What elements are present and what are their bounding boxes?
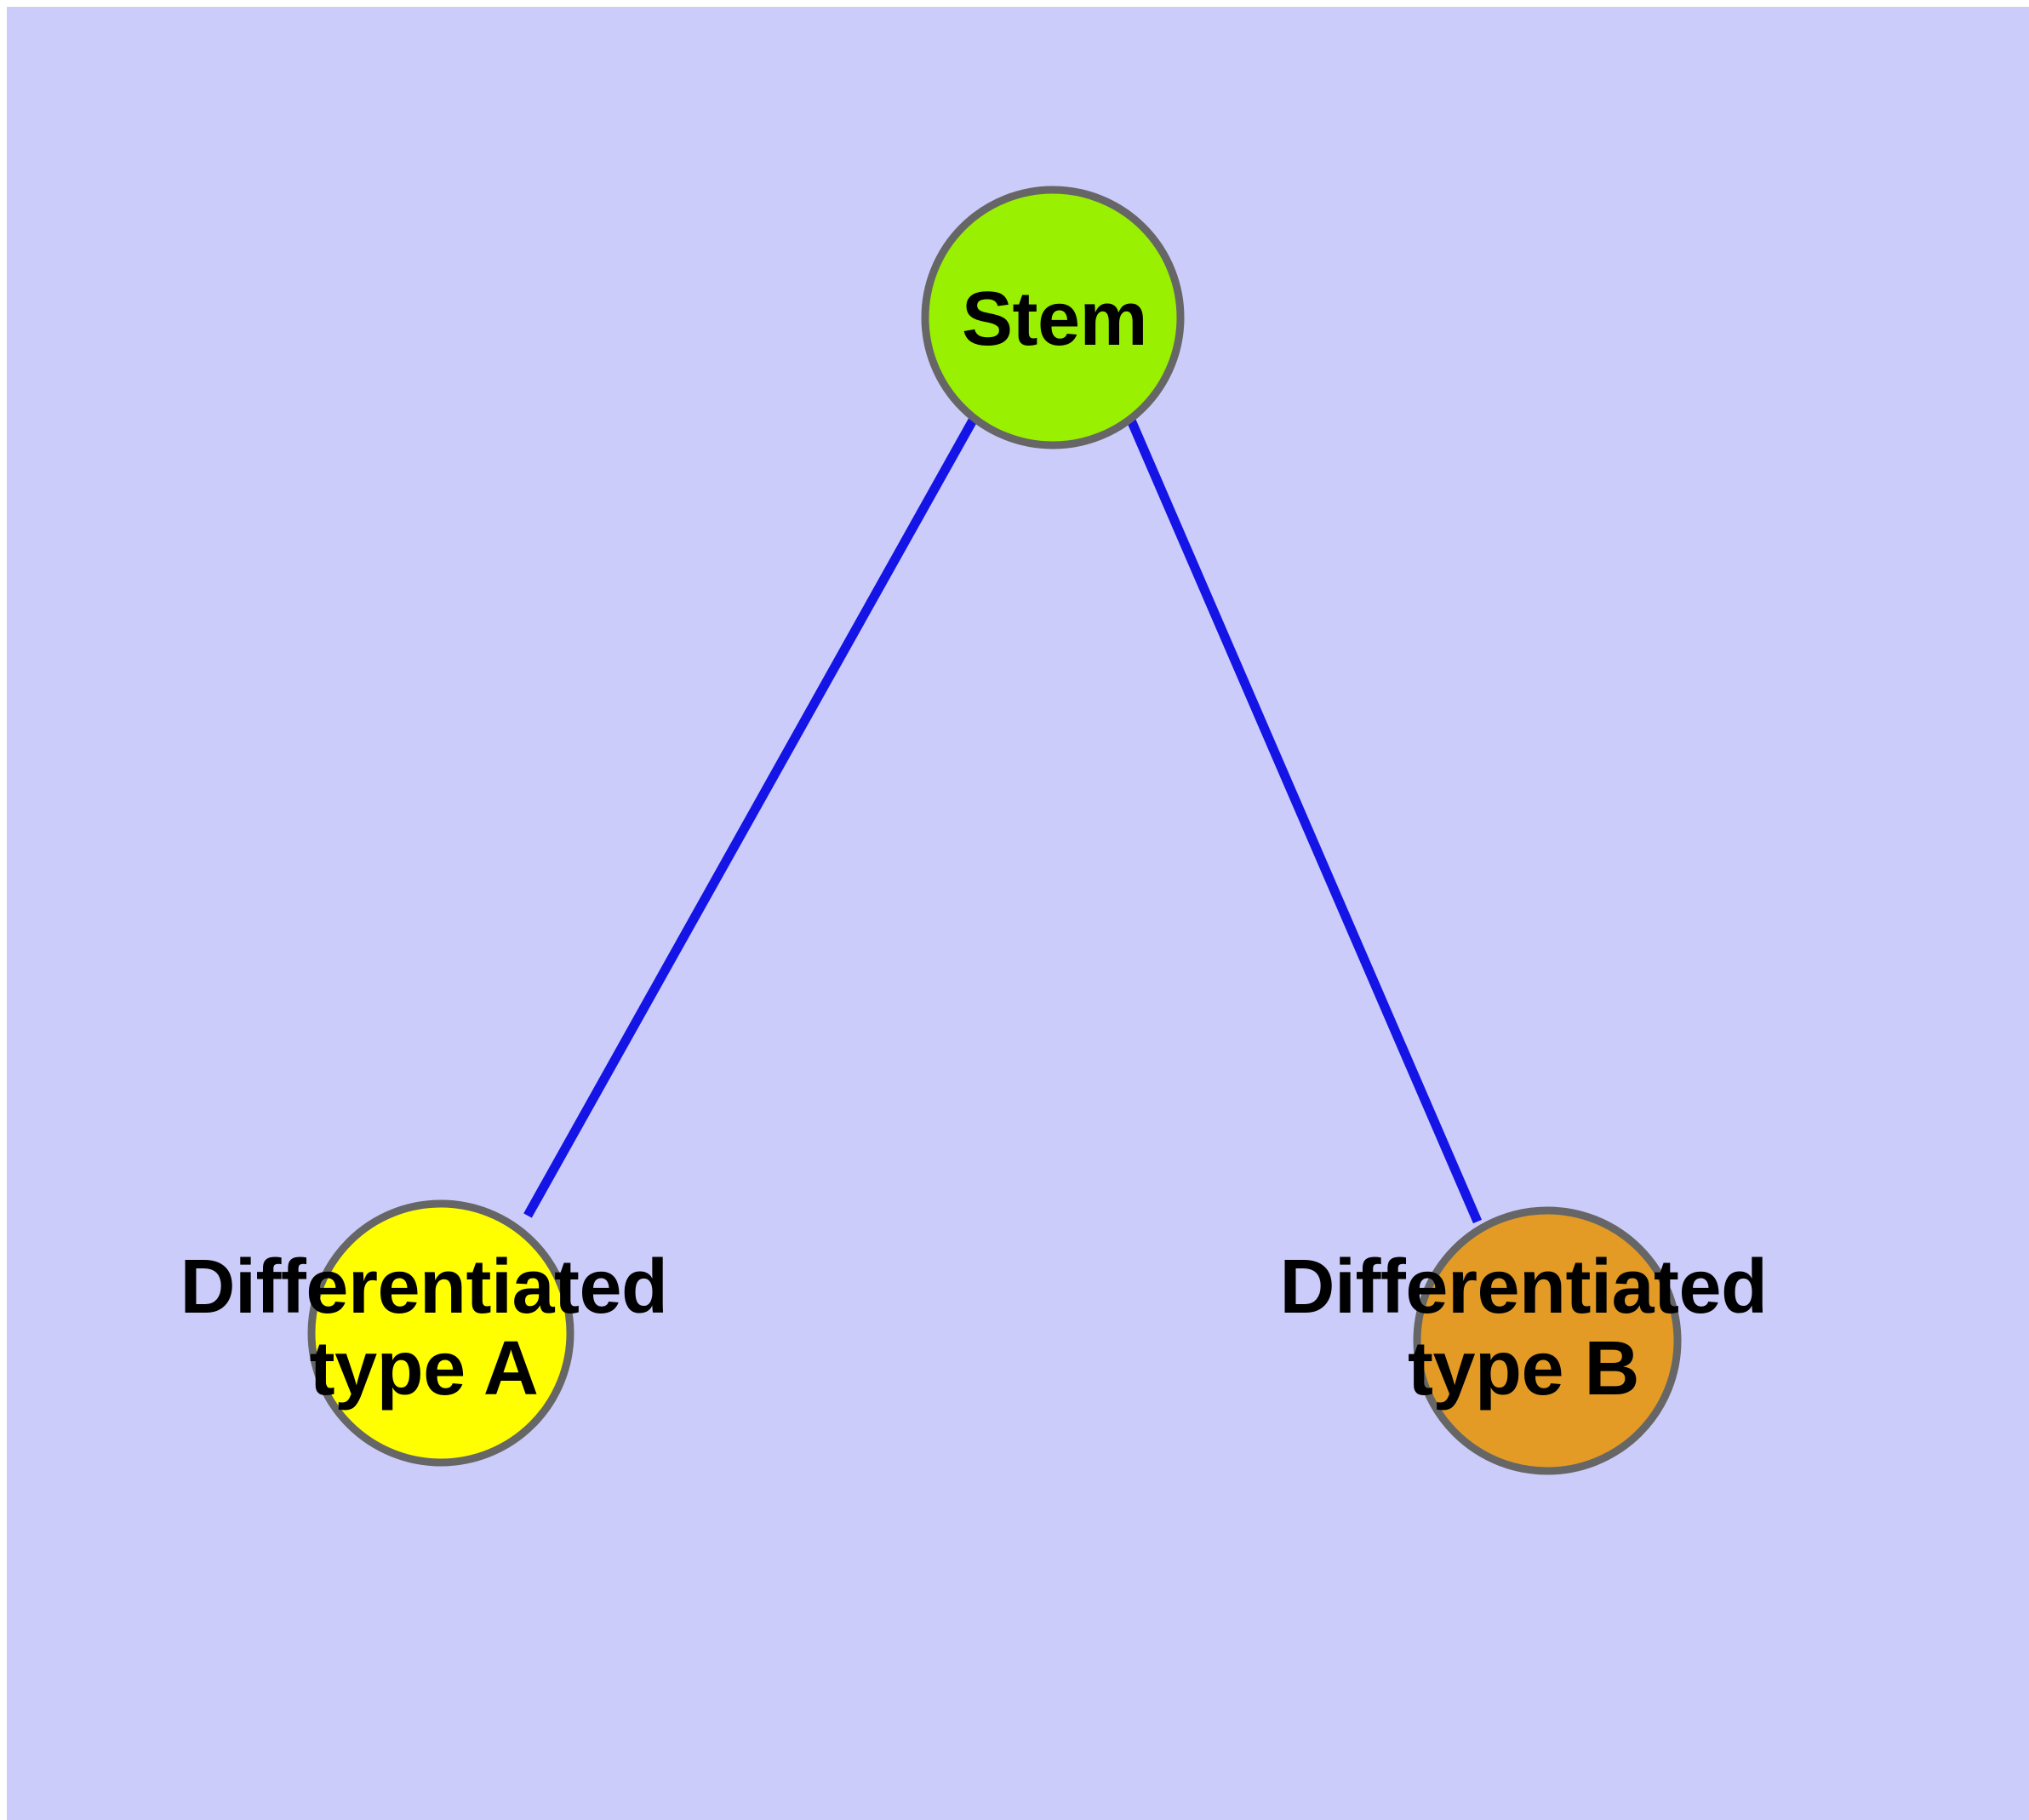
node-stem[interactable] [921, 186, 1185, 449]
edge-stem-to-differentiated-type-b[interactable] [1124, 414, 1483, 1224]
edge-stem-to-differentiated-type-a[interactable] [523, 416, 978, 1218]
node-differentiated-type-b[interactable] [1413, 1206, 1682, 1475]
node-differentiated-type-a[interactable] [307, 1199, 574, 1467]
edges-group [523, 414, 1483, 1224]
nodes-group [307, 186, 1682, 1475]
